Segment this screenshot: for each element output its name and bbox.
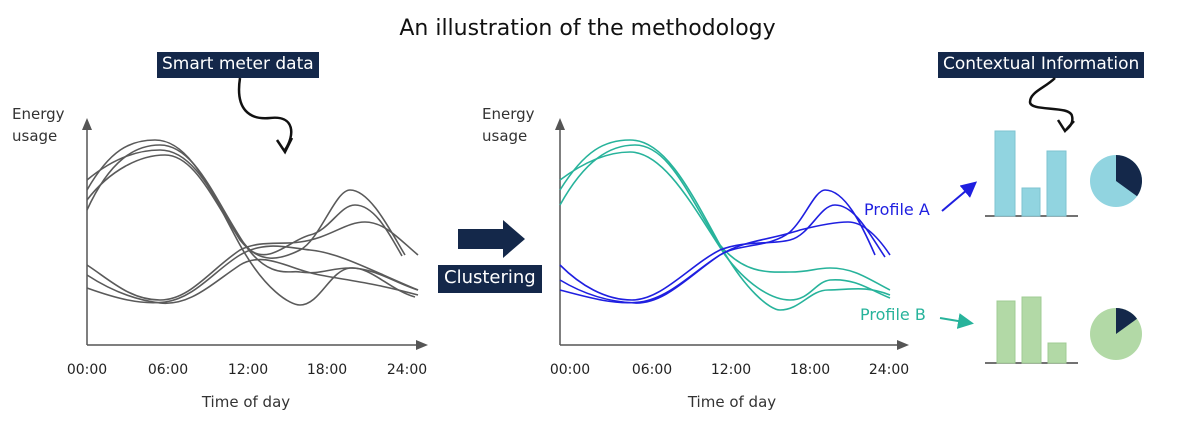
clustering-label: Clustering [438, 265, 542, 293]
profile-a-label: Profile A [864, 200, 930, 219]
profile-a-arrow [941, 181, 978, 212]
profile-b-pie-slice [1116, 308, 1138, 334]
smart-meter-data-label: Smart meter data [157, 52, 319, 78]
left-y-axis-arrowhead [82, 118, 92, 130]
squiggle-arrow-right-head [1056, 119, 1075, 134]
right-ylabel-line2: usage [482, 127, 528, 145]
raw-load-curves [86, 139, 419, 306]
right-y-axis-label: Energy usage [482, 103, 535, 147]
right-axes [555, 118, 909, 350]
squiggle-arrow-left-head [275, 137, 294, 155]
profile-b-context [985, 296, 1142, 364]
squiggle-arrow-right [1028, 77, 1074, 131]
profile-b-bar-1 [996, 300, 1016, 364]
left-tick-3: 18:00 [306, 362, 348, 378]
profile-b-bar-3 [1047, 342, 1067, 364]
left-axes [82, 118, 428, 350]
left-ylabel-line1: Energy [12, 105, 65, 123]
profile-a-bar-3 [1046, 150, 1067, 217]
right-tick-0: 00:00 [549, 362, 591, 378]
clustering-arrow-icon [458, 220, 525, 258]
left-tick-4: 24:00 [386, 362, 428, 378]
left-tick-0: 00:00 [66, 362, 108, 378]
profile-b-label: Profile B [860, 305, 926, 324]
raw-curve-6 [86, 258, 419, 305]
raw-curve-4 [86, 154, 403, 257]
profile-a-bar-2 [1021, 187, 1041, 217]
left-tick-2: 12:00 [227, 362, 269, 378]
left-ylabel-line2: usage [12, 127, 58, 145]
left-x-axis-arrowhead [416, 340, 428, 350]
profile-a-curve-3 [559, 221, 891, 304]
left-y-axis-label: Energy usage [12, 103, 65, 147]
profile-a-bar-1 [994, 130, 1016, 217]
right-tick-2: 12:00 [710, 362, 752, 378]
profile-b-bar-2 [1021, 296, 1042, 364]
right-x-axis-label: Time of day [687, 393, 777, 411]
squiggle-arrow-left [237, 77, 293, 151]
profile-b-curve-3 [559, 151, 891, 301]
raw-curve-7 [86, 245, 419, 304]
raw-curve-3 [86, 149, 406, 259]
profile-b-curve-1 [559, 139, 891, 311]
profile-b-arrow [939, 313, 974, 329]
right-ylabel-line1: Energy [482, 105, 535, 123]
right-x-axis-arrowhead [897, 340, 909, 350]
profile-b-curve-2 [559, 144, 891, 291]
profile-a-context [985, 130, 1142, 217]
raw-curve-5 [86, 221, 419, 301]
right-tick-1: 06:00 [631, 362, 673, 378]
left-x-axis-label: Time of day [201, 393, 291, 411]
page-title: An illustration of the methodology [399, 16, 776, 41]
profile-b-curves [559, 139, 891, 311]
raw-curve-2 [86, 144, 419, 291]
profile-a-pie-slice [1116, 155, 1142, 197]
right-tick-4: 24:00 [868, 362, 910, 378]
contextual-information-label: Contextual Information [938, 52, 1145, 78]
right-y-axis-arrowhead [555, 118, 565, 130]
right-tick-3: 18:00 [789, 362, 831, 378]
profile-a-curves [559, 189, 891, 304]
left-tick-1: 06:00 [147, 362, 189, 378]
